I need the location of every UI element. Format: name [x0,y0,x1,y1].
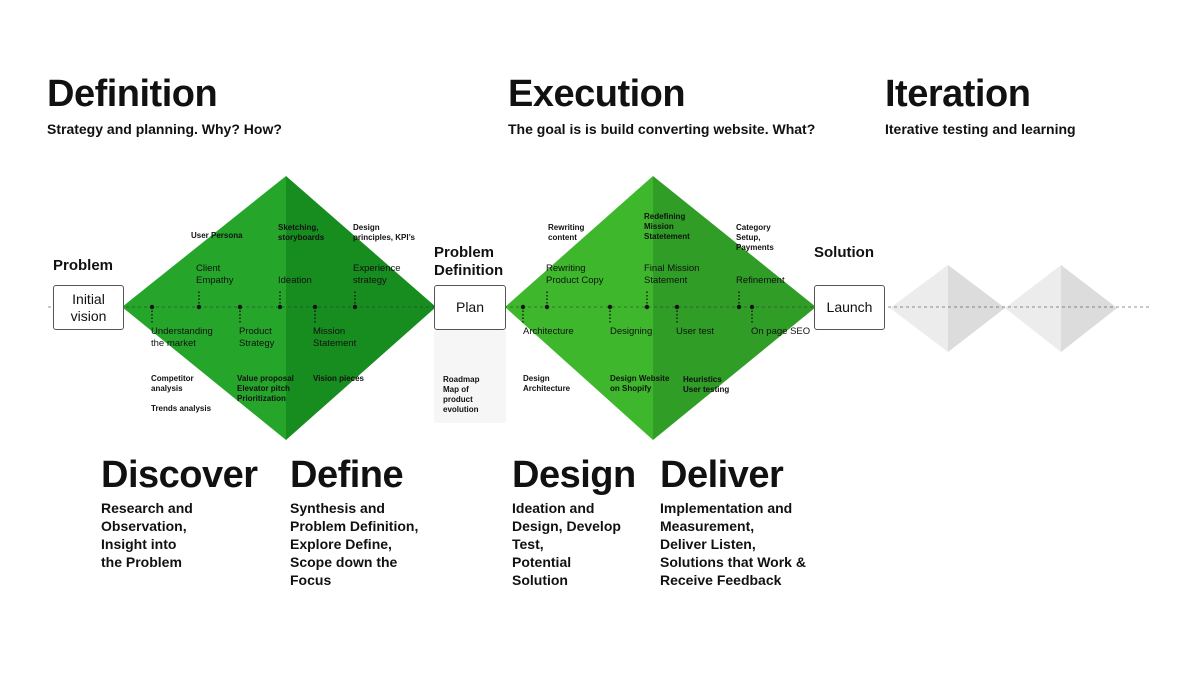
phase-title-iteration: Iteration [885,73,1031,115]
design-half [505,176,653,440]
step-product-strategy: Product Strategy [239,326,275,349]
timeline-dot [674,304,680,310]
step-on-page-seo: On page SEO [751,326,811,337]
phase-title-definition: Definition [47,73,218,115]
note-value-proposal: Value proposal Elevator pitch Prioritiza… [237,374,294,403]
note-vision-pieces: Vision pieces [313,374,364,383]
timeline-dot [196,304,202,310]
step-designing: Designing [610,326,653,337]
deliver-half [653,176,816,440]
timeline-dot [544,304,550,310]
step-rewriting-copy: Rewriting Product Copy [546,263,604,286]
step-experience-strategy: Experience strategy [353,263,401,286]
iteration-diamond-1-left [890,265,948,352]
stage-desc-design: Ideation and Design, Develop Test, Poten… [512,500,621,588]
iteration-diamond-2-right [1061,265,1117,352]
iteration-diamond-2-left [1005,265,1061,352]
initial-vision-box[interactable]: Initial vision [53,285,124,330]
timeline-dot [520,304,526,310]
phase-title-execution: Execution [508,73,686,115]
timeline-dot [277,304,283,310]
note-design-website: Design Website on Shopify [610,374,670,393]
step-final-mission: Final Mission Statement [644,263,700,286]
step-client-empathy: Client Empathy [196,263,234,286]
step-architecture: Architecture [523,326,574,337]
note-design-principles: Design principles, KPI’s [353,223,415,242]
stage-desc-discover: Research and Observation, Insight into t… [101,500,193,570]
phase-subtitle-definition: Strategy and planning. Why? How? [47,121,282,137]
stage-desc-deliver: Implementation and Measurement, Deliver … [660,500,806,588]
define-half [286,176,436,440]
milestone-label-problem: Problem [53,257,114,274]
phase-subtitle-execution: The goal is is build converting website.… [508,121,816,137]
stage-title-discover: Discover [101,454,258,496]
stage-title-define: Define [290,454,404,496]
step-ideation: Ideation [278,275,312,286]
timeline-dot [607,304,613,310]
milestone-label-problem-definition: Problem Definition [434,244,504,279]
timeline-dot [352,304,358,310]
step-refinement: Refinement [736,275,785,286]
timeline-dot [736,304,742,310]
timeline-dot [237,304,243,310]
note-user-persona: User Persona [191,231,243,240]
note-sketching: Sketching, storyboards [278,223,325,242]
stage-desc-define: Synthesis and Problem Definition, Explor… [290,500,419,588]
note-trends-analysis: Trends analysis [151,404,212,413]
plan-box[interactable]: Plan [434,285,506,330]
note-category-setup: Category Setup, Payments [736,223,774,252]
note-redefining-mission: Redefining Mission Statetement [644,212,690,241]
milestone-label-solution: Solution [814,244,874,261]
step-understanding-market: Understanding the market [151,326,213,349]
plan-note: Roadmap Map of product evolution [443,375,480,414]
discover-half [122,176,286,440]
step-user-test: User test [676,326,715,337]
launch-box[interactable]: Launch [814,285,885,330]
timeline-dot [149,304,155,310]
note-competitor-analysis: Competitor analysis [151,374,194,393]
stage-title-design: Design [512,454,636,496]
note-heuristics: Heuristics User testing [683,375,730,394]
timeline-dot [644,304,650,310]
plan-note-card [434,330,506,423]
stage-title-deliver: Deliver [660,454,784,496]
iteration-diamond-1-right [948,265,1005,352]
step-mission-statement: Mission Statement [313,326,357,349]
timeline-dot [312,304,318,310]
timeline-dot [749,304,755,310]
phase-subtitle-iteration: Iterative testing and learning [885,121,1076,137]
note-design-architecture: Design Architecture [523,374,571,393]
note-rewriting-content: Rewriting content [548,223,585,242]
